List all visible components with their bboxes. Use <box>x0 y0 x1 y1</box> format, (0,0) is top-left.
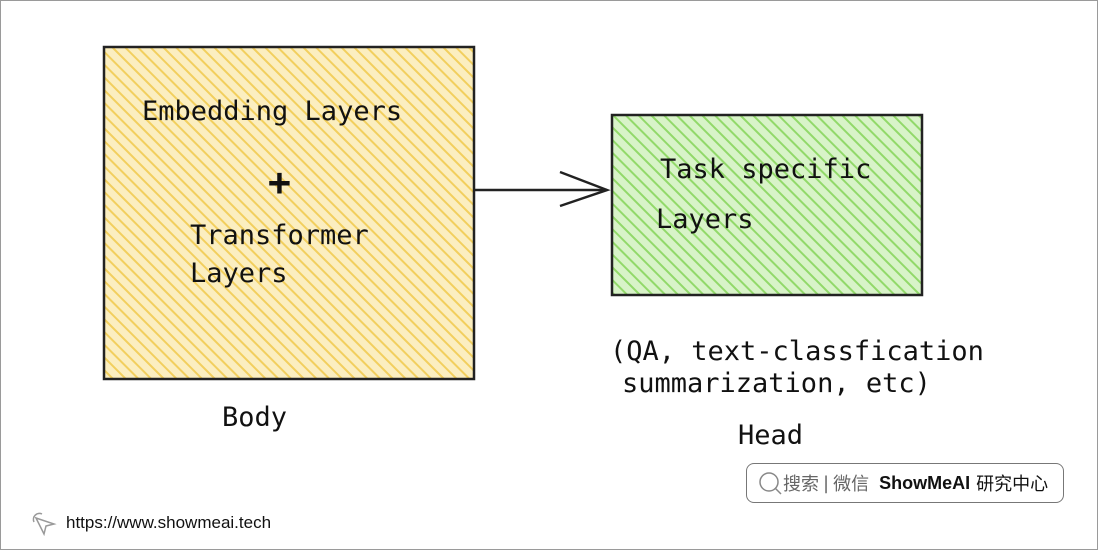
watermark-badge: 搜索 | 微信 ShowMeAI 研究中心 <box>746 463 1064 503</box>
head-line-layers: Layers <box>656 204 754 235</box>
body-line-layers: Layers <box>190 258 288 289</box>
watermark-wechat: 微信 <box>833 474 870 495</box>
watermark-search: 搜索 <box>783 474 819 495</box>
footer-url[interactable]: https://www.showmeai.tech <box>66 513 272 532</box>
body-box <box>102 45 476 381</box>
search-icon <box>759 472 782 495</box>
body-caption: Body <box>222 402 288 433</box>
footer-link[interactable]: https://www.showmeai.tech <box>30 510 271 536</box>
watermark-brand: ShowMeAI <box>879 472 971 493</box>
head-caption: Head <box>738 420 804 451</box>
watermark-separator: | <box>823 472 830 494</box>
plus-sign: + <box>268 160 291 204</box>
head-note-line1: (QA, text-classfication <box>610 336 984 367</box>
head-box <box>610 113 924 297</box>
cursor-icon <box>32 512 57 536</box>
body-line-transformer: Transformer <box>190 220 369 251</box>
arrow <box>475 170 611 208</box>
watermark-suffix: 研究中心 <box>976 474 1049 495</box>
body-line-embedding: Embedding Layers <box>142 96 403 127</box>
head-note-line2: summarization, etc) <box>622 368 931 399</box>
head-line-task: Task specific <box>660 154 872 185</box>
